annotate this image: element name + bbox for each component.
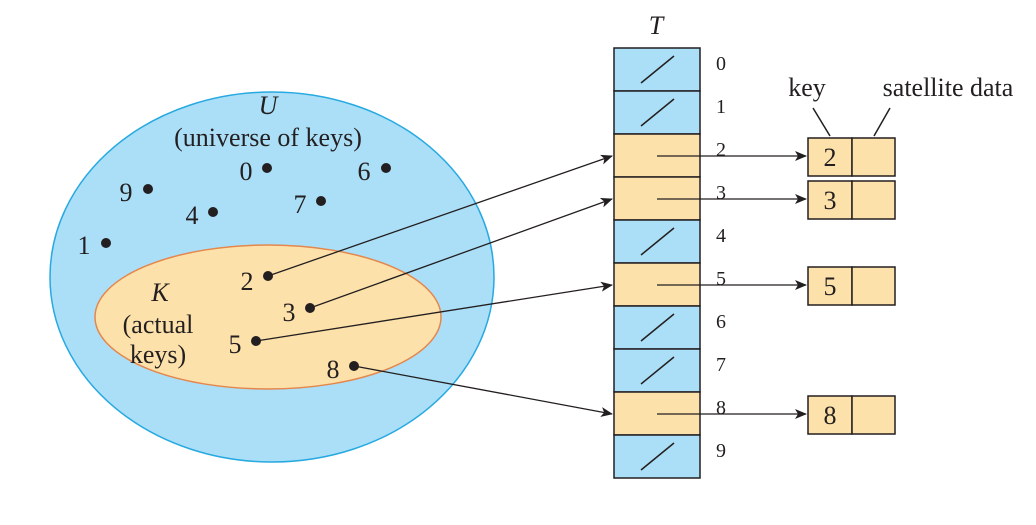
key-dot: [316, 196, 326, 206]
key-arrow-8: [353, 365, 613, 417]
table-slot-9: 9: [613, 434, 726, 479]
actual-key-2: 2: [241, 267, 273, 296]
element-3: 3: [807, 180, 896, 220]
satellite-field-pointer: [873, 107, 891, 137]
stored-elements: 2 3 5 8: [807, 137, 896, 435]
nil-slash: [640, 356, 675, 385]
key-dot: [143, 184, 153, 194]
slot-index-label: 7: [716, 354, 726, 376]
nil-slash: [640, 442, 675, 471]
element-2: 2: [807, 137, 896, 177]
svg-text:4: 4: [186, 201, 199, 230]
element-key-value: 5: [824, 272, 837, 301]
svg-text:8: 8: [327, 355, 340, 384]
element-satellite-field: [851, 180, 896, 220]
universe-key-7: 7: [294, 190, 326, 219]
actual-keys-letter: K: [150, 278, 170, 307]
table-slot-5: 5: [613, 262, 807, 307]
element-5: 5: [807, 266, 896, 306]
element-satellite-field: [851, 266, 896, 306]
satellite-data-label: satellite data: [883, 73, 1014, 102]
universe-letter: U: [259, 91, 280, 120]
table-slot-7: 7: [613, 348, 726, 393]
key-dot: [208, 207, 218, 217]
key-arrow-3: [309, 198, 613, 309]
table-name: T: [649, 11, 665, 40]
slot-index-label: 4: [716, 225, 726, 247]
nil-slash: [640, 55, 675, 84]
svg-text:7: 7: [294, 190, 307, 219]
slot-index-label: 2: [716, 139, 726, 161]
actual-keys-set: [94, 244, 442, 390]
key-field-pointer: [812, 107, 831, 137]
universe-key-9: 9: [120, 178, 153, 207]
key-dot: [262, 163, 272, 173]
universe-key-6: 6: [358, 157, 391, 186]
slot-index-label: 0: [716, 53, 726, 75]
hash-table: 0 1 2 3 4 5 6 7 8 9: [613, 47, 807, 479]
key-dot: [381, 163, 391, 173]
element-key-value: 2: [824, 143, 837, 172]
key-dot: [101, 238, 111, 248]
actual-key-5: 5: [229, 330, 261, 359]
nil-slash: [640, 98, 675, 127]
key-arrow-5: [255, 281, 613, 342]
table-slot-1: 1: [613, 90, 726, 135]
table-slot-0: 0: [613, 47, 726, 92]
table-slot-6: 6: [613, 305, 726, 350]
element-8: 8: [807, 395, 896, 435]
universe-caption: (universe of keys): [174, 123, 362, 152]
element-key-field: [807, 395, 853, 435]
svg-text:6: 6: [358, 157, 371, 186]
table-slot-2: 2: [613, 133, 807, 178]
slot-index-label: 8: [716, 397, 726, 419]
element-key-field: [807, 137, 853, 177]
svg-text:5: 5: [229, 330, 242, 359]
svg-text:0: 0: [240, 157, 253, 186]
slot-index-label: 3: [716, 182, 726, 204]
svg-text:9: 9: [120, 178, 133, 207]
nil-slash: [640, 227, 675, 256]
key-arrow-2: [267, 154, 613, 277]
nil-slash: [640, 313, 675, 342]
slot-index-label: 1: [716, 96, 726, 118]
key-dot: [251, 336, 261, 346]
element-satellite-field: [851, 137, 896, 177]
slot-index-label: 9: [716, 440, 726, 462]
universe-key-0: 0: [240, 157, 272, 186]
slot-index-label: 6: [716, 311, 726, 333]
svg-text:1: 1: [78, 231, 91, 260]
actual-keys-caption-line1: (actual: [123, 310, 194, 339]
svg-text:2: 2: [241, 267, 254, 296]
key-field-label: key: [788, 73, 826, 102]
table-slot-8: 8: [613, 391, 807, 436]
universe-key-4: 4: [186, 201, 218, 230]
svg-text:3: 3: [283, 298, 296, 327]
element-key-value: 3: [824, 186, 837, 215]
key-to-slot-arrows: [255, 154, 613, 417]
table-slot-4: 4: [613, 219, 726, 264]
element-satellite-field: [851, 395, 896, 435]
table-slot-3: 3: [613, 176, 807, 221]
actual-keys-caption-line2: keys): [130, 340, 186, 369]
element-key-value: 8: [824, 401, 837, 430]
universe-key-1: 1: [78, 231, 111, 260]
slot-index-label: 5: [716, 268, 726, 290]
